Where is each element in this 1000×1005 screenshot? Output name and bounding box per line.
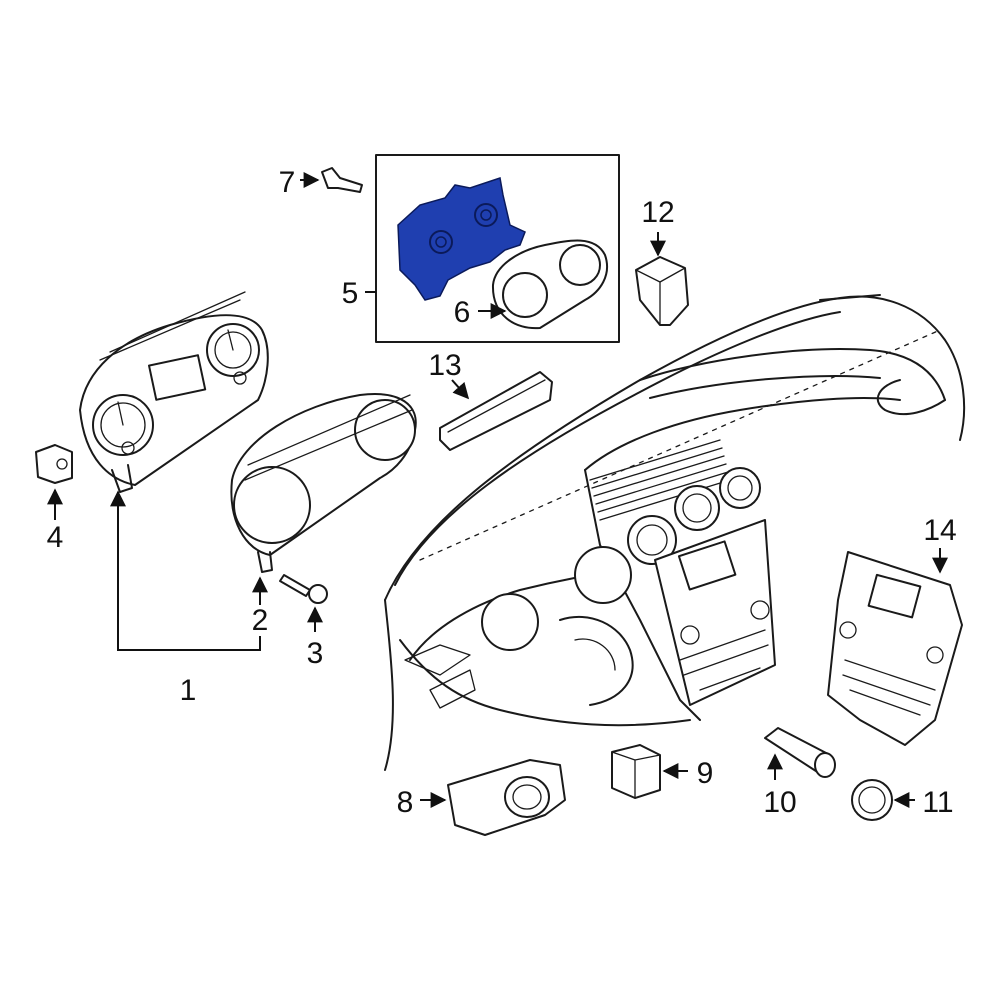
callout-labels: 1 2 3 4 5 6 7 8 9 10 11 12 13 14 (47, 166, 957, 819)
callout-13: 13 (428, 349, 461, 382)
callout-3: 3 (307, 637, 324, 670)
screw-part-3 (279, 574, 328, 604)
callout-4: 4 (47, 521, 64, 554)
power-socket-part-10 (764, 727, 836, 778)
climate-control-module-highlighted (375, 154, 620, 343)
callout-6: 6 (454, 296, 471, 329)
round-vents (627, 467, 761, 565)
callout-2: 2 (252, 604, 269, 637)
vent-grille (589, 439, 731, 521)
dashboard-panel (384, 294, 966, 771)
hazard-switch-part-13 (439, 371, 553, 451)
callout-5: 5 (342, 277, 359, 310)
center-stack (654, 519, 776, 706)
callout-1: 1 (180, 674, 197, 707)
instrument-cluster-rear (230, 393, 417, 573)
callout-8: 8 (397, 786, 414, 819)
knob-part-11 (851, 779, 893, 821)
climate-bezel-part-6 (491, 239, 608, 330)
switch-part-9 (611, 744, 661, 799)
callout-11: 11 (922, 786, 953, 819)
callout-7: 7 (279, 166, 296, 199)
callout-12: 12 (641, 196, 674, 229)
headlamp-switch-part-8 (447, 759, 566, 836)
bolt-part-7 (321, 167, 363, 193)
center-bezel-part-14 (827, 551, 963, 746)
instrument-cluster-front (79, 291, 269, 493)
dash-gauge-hood (409, 546, 634, 706)
callout-14: 14 (923, 514, 956, 547)
callout-10: 10 (763, 786, 796, 819)
leader-lines (47, 172, 948, 808)
switch-part-4 (35, 444, 73, 484)
callout-9: 9 (697, 757, 714, 790)
switch-module-part-12 (635, 256, 689, 326)
